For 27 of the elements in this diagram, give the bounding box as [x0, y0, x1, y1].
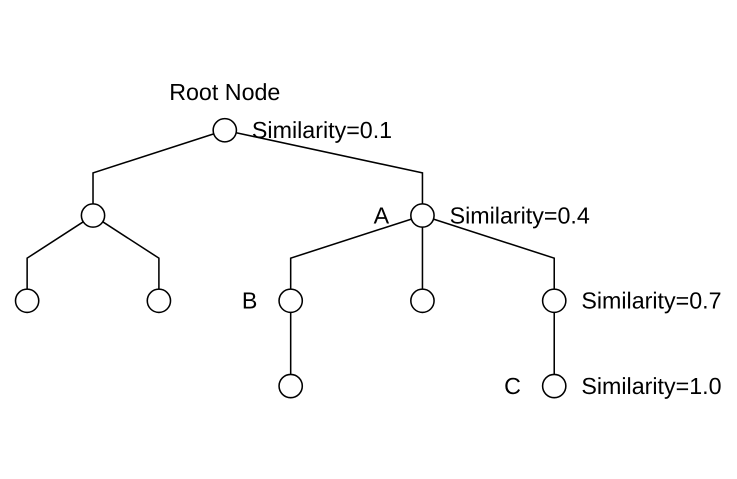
- connector: [290, 312, 292, 374]
- node-circle: [278, 374, 304, 398]
- connector: [92, 133, 214, 204]
- connector: [102, 221, 160, 290]
- node-circle: [542, 288, 567, 314]
- node-caption: C: [504, 372, 521, 399]
- connector: [290, 218, 412, 290]
- node-caption: A: [374, 202, 390, 228]
- node-caption: Similarity=1.0: [581, 372, 722, 399]
- node-circle: [278, 288, 304, 314]
- node-caption: B: [242, 288, 258, 314]
- node-caption: Root Node: [169, 79, 280, 106]
- node-caption: Similarity=0.4: [450, 202, 590, 228]
- node-circle: [80, 203, 106, 228]
- connector: [422, 227, 424, 290]
- connector: [26, 221, 84, 290]
- connector: [236, 132, 424, 204]
- connector: [553, 312, 555, 374]
- node-circle: [410, 288, 435, 314]
- node-circle: [14, 288, 40, 314]
- node-circle: [212, 118, 238, 143]
- node-circle: [542, 374, 567, 398]
- connector: [433, 218, 555, 290]
- node-caption: Similarity=0.7: [581, 288, 722, 314]
- node-circle: [146, 288, 172, 314]
- node-caption: Similarity=0.1: [252, 117, 392, 143]
- node-circle: [410, 203, 435, 228]
